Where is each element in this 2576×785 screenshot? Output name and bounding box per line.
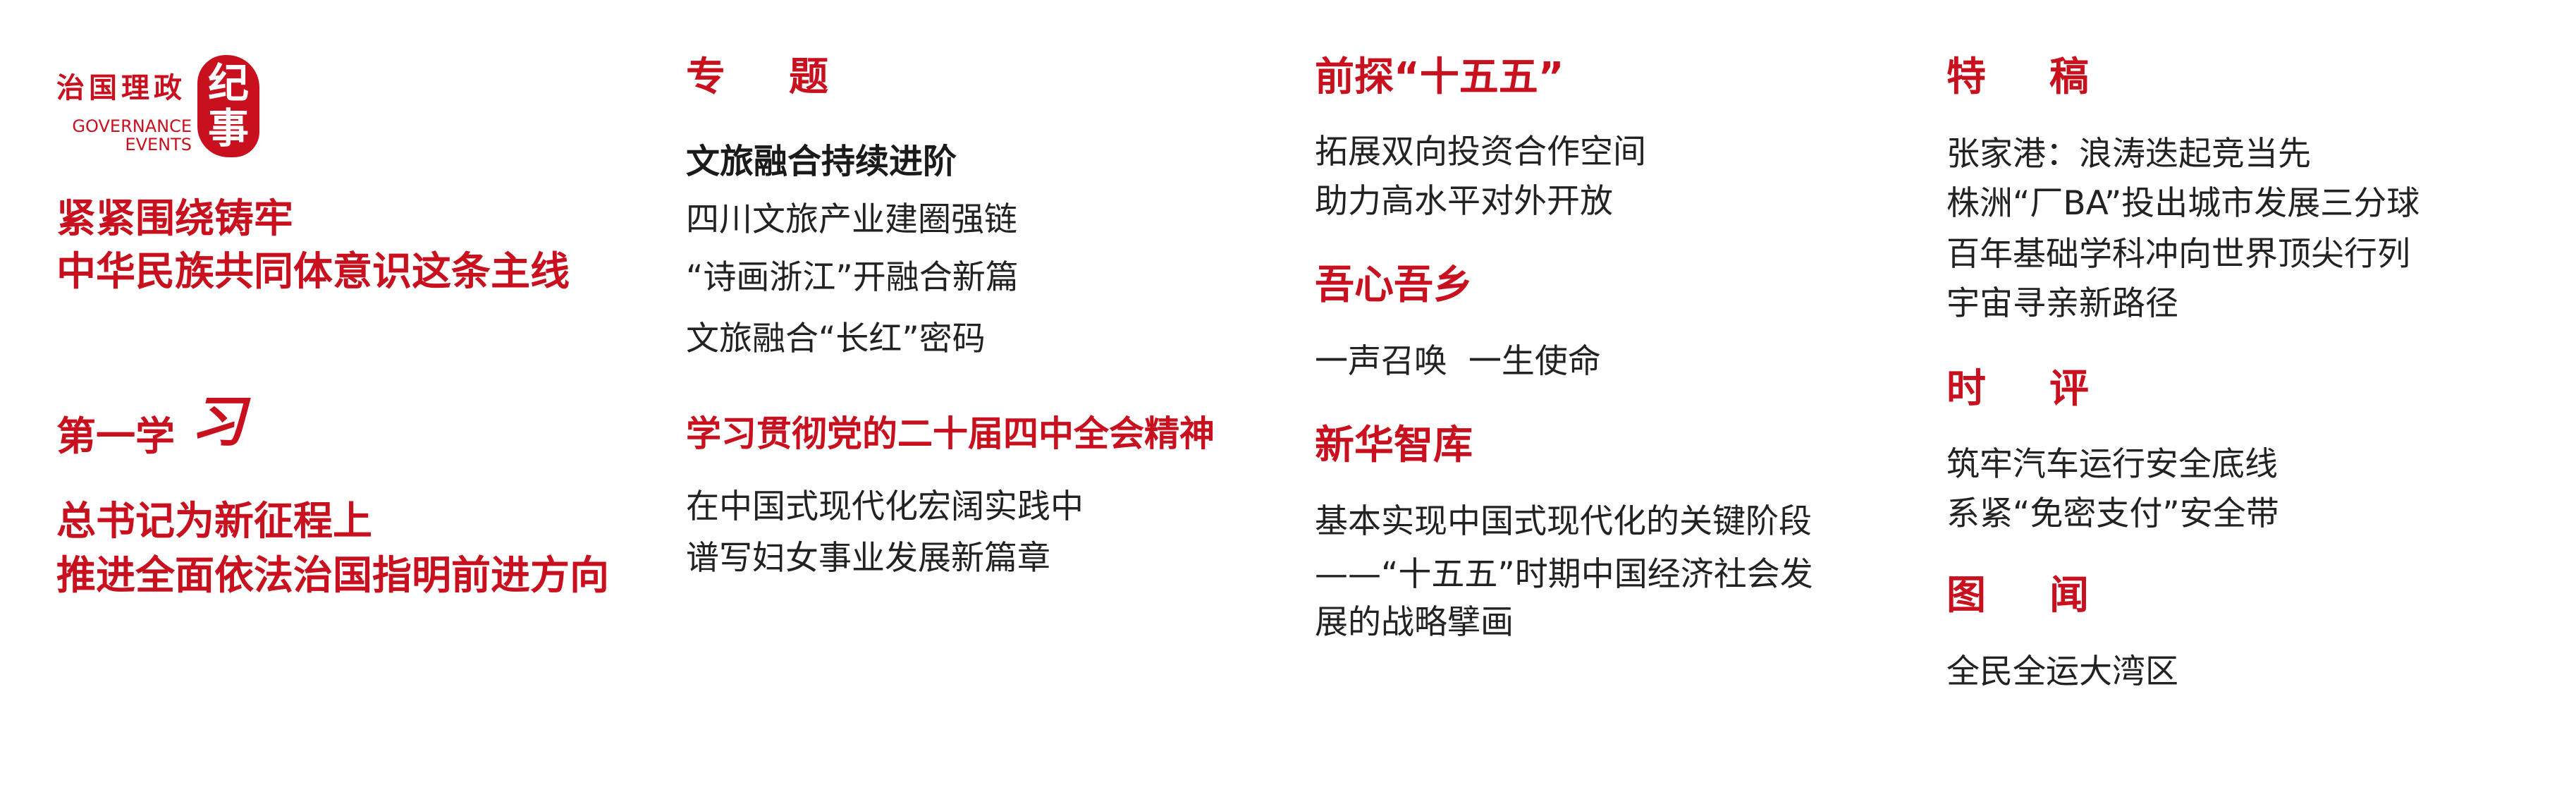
brush-xi-logo: 习 [190, 390, 246, 454]
list-item[interactable]: 全民全运大湾区 [1946, 652, 2178, 691]
section-title-xinhua-think-tank: 新华智库 [1315, 422, 1473, 468]
seal-icon: 纪事 [197, 55, 259, 157]
logo-cn-text: 治国理政 [56, 72, 186, 104]
logo-en-line1: GOVERNANCE [72, 116, 192, 136]
list-item[interactable]: 在中国式现代化宏阔实践中 [686, 487, 1084, 526]
section-title-15th-plan: 前探“十五五” [1315, 54, 1564, 100]
logo-en-line2: EVENTS [125, 135, 192, 155]
list-item[interactable]: 宇宙寻亲新路径 [1946, 284, 2178, 323]
headline-1-line-1[interactable]: 紧紧围绕铸牢 [56, 196, 293, 242]
list-item[interactable]: 谱写妇女事业发展新篇章 [686, 539, 1050, 578]
list-item[interactable]: 张家港：浪涛迭起竞当先 [1946, 135, 2311, 174]
list-item[interactable]: 百年基础学科冲向世界顶尖行列 [1946, 235, 2410, 274]
list-item[interactable]: 一声召唤 一生使命 [1315, 342, 1601, 381]
section-title-feature: 特稿 [1946, 54, 2152, 100]
section-title-special-topic: 专题 [686, 54, 892, 100]
section-title-plenum: 学习贯彻党的二十届四中全会精神 [686, 413, 1215, 454]
list-item[interactable]: ——“十五五”时期中国经济社会发 [1315, 555, 1813, 594]
headline-2-line-2[interactable]: 推进全面依法治国指明前进方向 [56, 553, 609, 599]
section-first-study-title: 第一学 [56, 414, 175, 460]
headline-1-line-2[interactable]: 中华民族共同体意识这条主线 [56, 249, 570, 295]
list-item[interactable]: 四川文旅产业建圈强链 [686, 200, 1017, 239]
section-title-photo-news: 图闻 [1946, 573, 2152, 619]
list-item[interactable]: 株洲“厂BA”投出城市发展三分球 [1946, 184, 2420, 223]
section-title-commentary: 时评 [1946, 366, 2152, 412]
topic-subtitle[interactable]: 文旅融合持续进阶 [686, 142, 957, 181]
list-item[interactable]: 筑牢汽车运行安全底线 [1946, 445, 2278, 484]
list-item[interactable]: 基本实现中国式现代化的关键阶段 [1315, 502, 1812, 541]
section-title-hometown: 吾心吾乡 [1315, 262, 1473, 308]
list-item[interactable]: “诗画浙江”开融合新篇 [686, 258, 1019, 297]
list-item[interactable]: 展的战略擘画 [1315, 603, 1514, 642]
list-item[interactable]: 助力高水平对外开放 [1315, 182, 1613, 221]
list-item[interactable]: 系紧“免密支付”安全带 [1946, 494, 2279, 533]
list-item[interactable]: 文旅融合“长红”密码 [686, 320, 986, 358]
headline-2-line-1[interactable]: 总书记为新征程上 [56, 499, 372, 544]
list-item[interactable]: 拓展双向投资合作空间 [1315, 133, 1646, 171]
logo-en-text: GOVERNANCE EVENTS [63, 117, 192, 154]
